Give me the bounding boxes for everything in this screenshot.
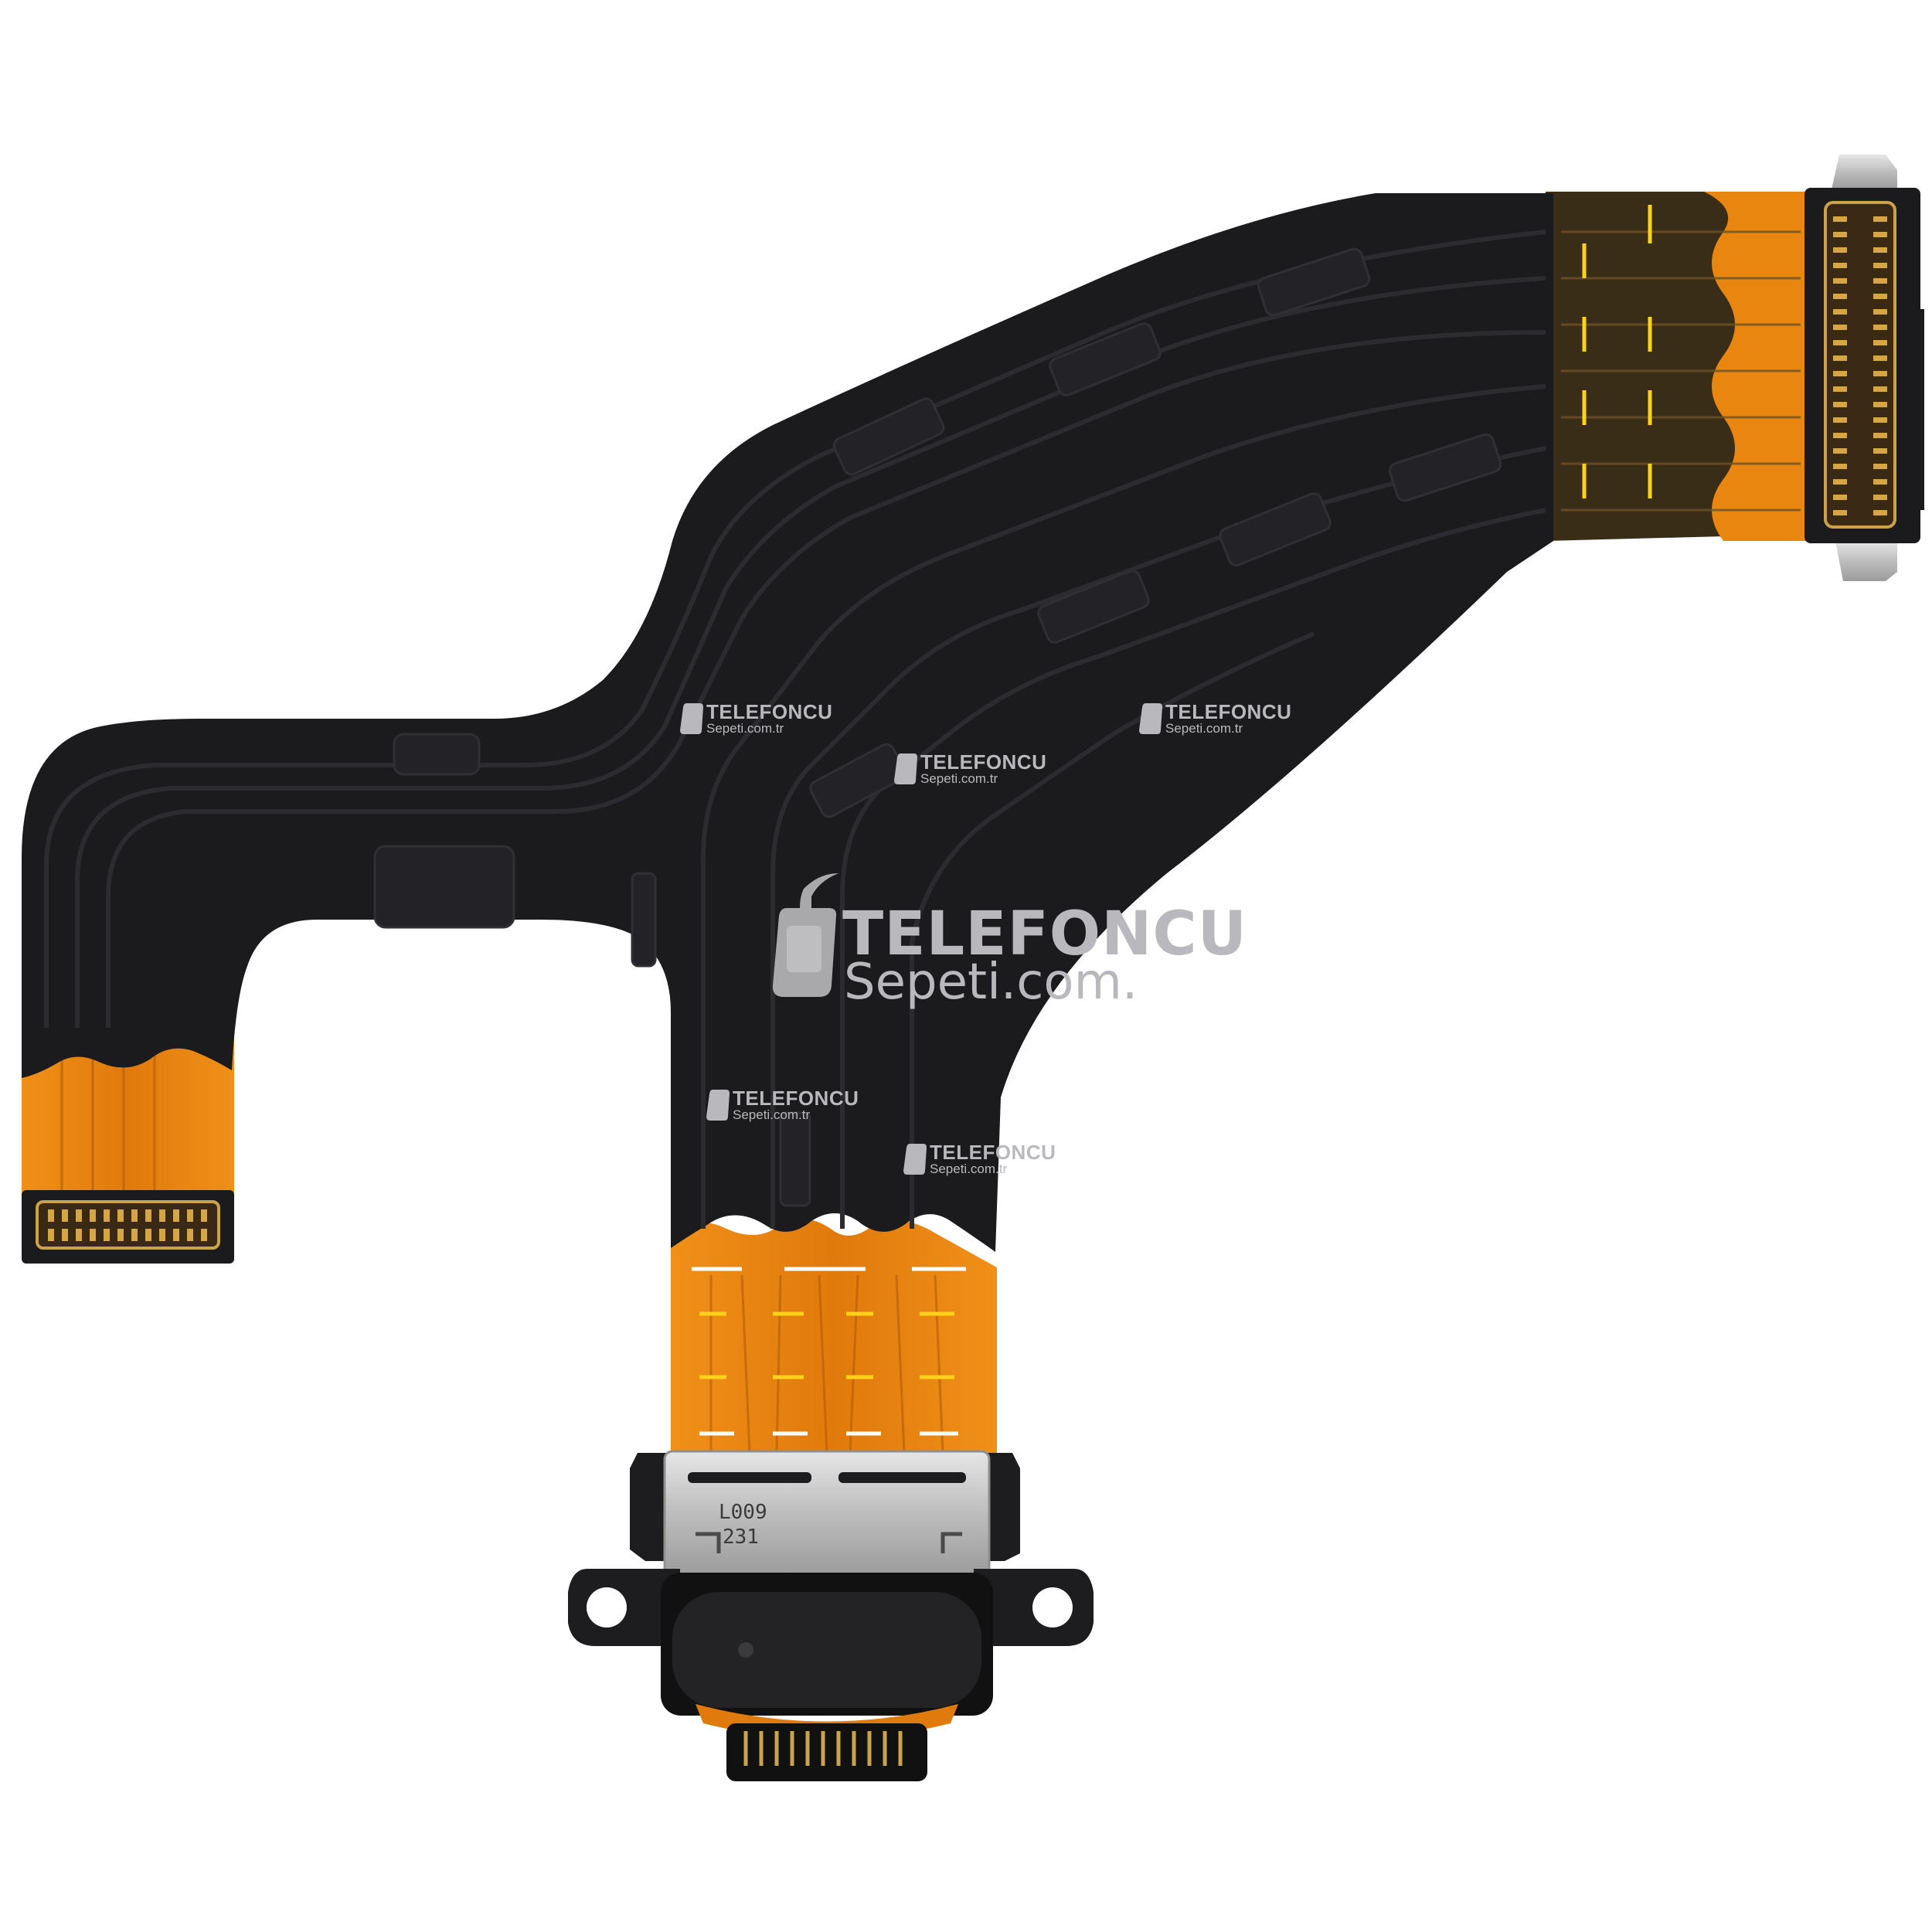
port-mounting-ears <box>568 1569 1094 1646</box>
port-chip-line2: 231 <box>723 1526 759 1549</box>
svg-text:Sepeti.com.tr: Sepeti.com.tr <box>1165 721 1243 736</box>
svg-text:TELEFONCU: TELEFONCU <box>930 1141 1056 1164</box>
right-board-connector <box>1804 155 1924 581</box>
svg-text:TELEFONCU: TELEFONCU <box>706 700 832 723</box>
watermark-large-domain: Sepeti.com. <box>844 954 1138 1011</box>
port-metal-shield <box>663 1450 991 1577</box>
watermark-large: TELEFONCU Sepeti.com. <box>772 873 1247 1011</box>
svg-text:TELEFONCU: TELEFONCU <box>1165 700 1291 723</box>
svg-text:TELEFONCU: TELEFONCU <box>733 1087 859 1110</box>
flex-traces <box>44 230 1546 1229</box>
watermark-small-3: TELEFONCU Sepeti.com.tr <box>894 750 1046 786</box>
svg-text:TELEFONCU: TELEFONCU <box>920 750 1046 774</box>
svg-text:Sepeti.com.tr: Sepeti.com.tr <box>733 1107 810 1122</box>
svg-text:Sepeti.com.tr: Sepeti.com.tr <box>706 721 784 736</box>
watermark-large-brand: TELEFONCU <box>842 900 1247 969</box>
watermark-small-2: TELEFONCU Sepeti.com.tr <box>1139 700 1291 736</box>
bottom-flex-tail <box>671 1218 997 1468</box>
left-board-connector <box>22 1190 234 1264</box>
usb-c-port: L009 231 <box>568 1450 1094 1781</box>
watermark-small-4: TELEFONCU Sepeti.com.tr <box>706 1087 859 1122</box>
flex-pads <box>373 247 1502 1207</box>
watermark-small-5: TELEFONCU Sepeti.com.tr <box>903 1141 1056 1176</box>
phone-logo-icon <box>772 873 838 997</box>
svg-text:Sepeti.com.tr: Sepeti.com.tr <box>920 771 998 786</box>
port-chip-line1: L009 <box>719 1501 767 1524</box>
watermark-small-1: TELEFONCU Sepeti.com.tr <box>680 700 832 736</box>
svg-text:Sepeti.com.tr: Sepeti.com.tr <box>930 1162 1007 1176</box>
flex-cable-body <box>22 193 1553 1252</box>
right-flex-tail <box>1532 192 1839 541</box>
